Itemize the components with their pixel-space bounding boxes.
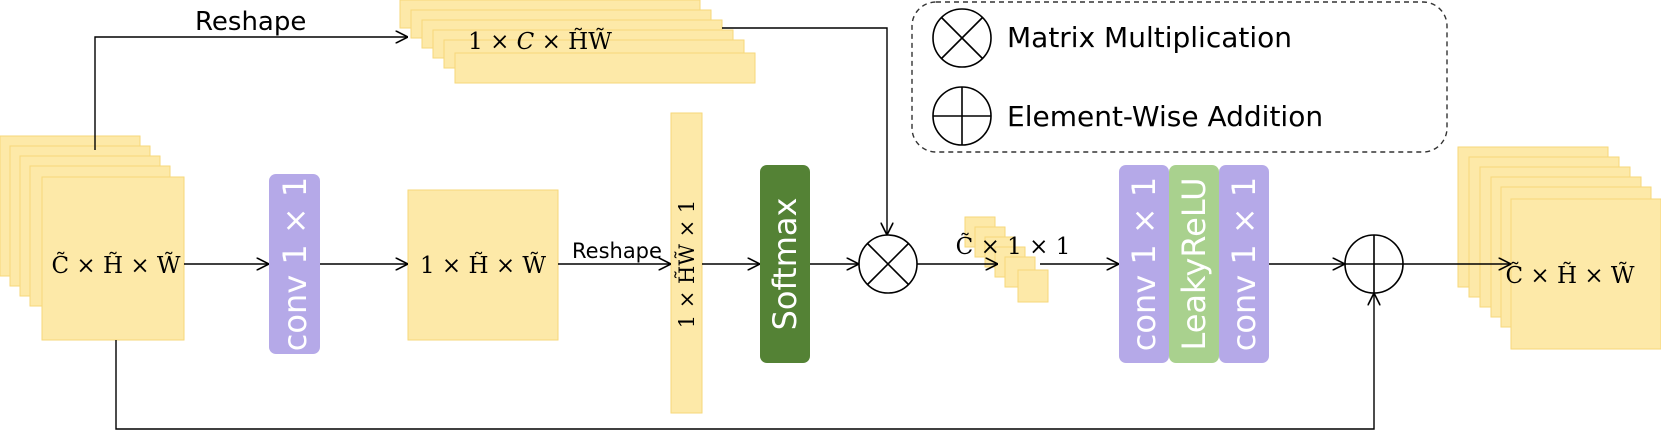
reshape-top-label: Reshape xyxy=(195,7,306,37)
attention-vec-label: C̃ × 1 × 1 xyxy=(956,234,1071,260)
attention-vector-stack xyxy=(964,216,1049,303)
leakyrelu-label: LeakyReLU xyxy=(1175,177,1213,350)
input-feature-stack xyxy=(0,135,185,341)
conv1-block xyxy=(269,174,320,354)
mid-feature-map xyxy=(407,189,559,341)
conv3-label: conv 1 × 1 xyxy=(1225,177,1263,351)
reshape-mid-label: Reshape xyxy=(572,239,662,263)
input-label: C̃ × H̃ × W̃ xyxy=(51,253,180,279)
connectors xyxy=(94,27,1511,430)
softmax-block xyxy=(760,165,810,363)
mid-map-label: 1 × H̃ × W̃ xyxy=(420,253,546,279)
conv2-label: conv 1 × 1 xyxy=(1125,177,1163,351)
output-feature-stack xyxy=(1457,146,1661,350)
leakyrelu-block xyxy=(1169,165,1219,363)
conv3-block xyxy=(1219,165,1269,363)
vector-block xyxy=(670,112,703,414)
top-feature-stack xyxy=(399,0,756,84)
matmul-icon xyxy=(932,8,992,68)
vector-label: 1 × H̃W̃ × 1 xyxy=(675,200,699,329)
conv2-block xyxy=(1119,165,1169,363)
softmax-label: Softmax xyxy=(766,198,804,331)
add-icon xyxy=(932,86,992,146)
matmul-node xyxy=(858,234,918,294)
output-label: C̃ × H̃ × W̃ xyxy=(1505,263,1634,289)
legend-add-label: Element-Wise Addition xyxy=(1007,100,1323,133)
legend-box xyxy=(911,1,1448,153)
conv1-label: conv 1 × 1 xyxy=(276,177,314,351)
legend-matmul-label: Matrix Multiplication xyxy=(1007,21,1292,54)
add-node xyxy=(1344,234,1404,294)
top-stack-label: 1 × 𝐶 × H̃W̃ xyxy=(468,29,612,55)
